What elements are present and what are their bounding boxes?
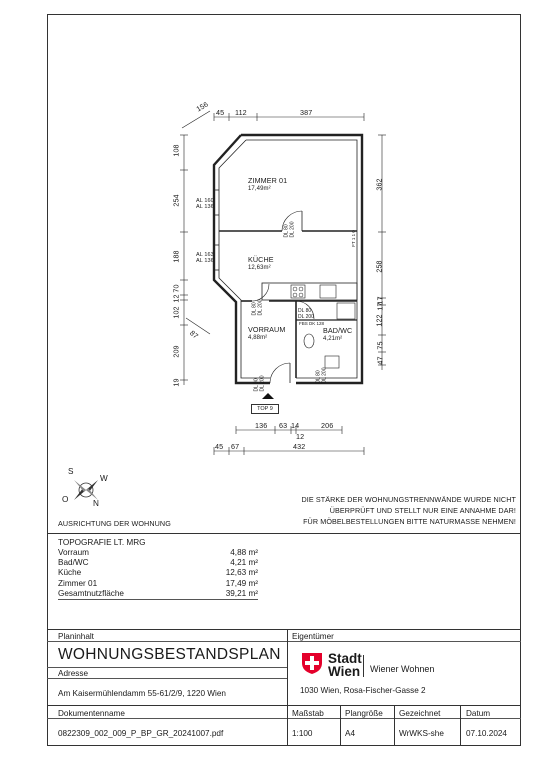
sum-line xyxy=(58,599,258,600)
tb-line-2 xyxy=(47,641,521,642)
dim-left-2: 254 xyxy=(171,194,181,207)
label-ft: FT 1 1 0 xyxy=(350,230,356,247)
datum-label: Datum xyxy=(466,709,491,718)
tb-vline-2 xyxy=(340,705,341,746)
entrance-arrow-icon xyxy=(262,393,274,399)
dim-left-1: 108 xyxy=(171,144,181,157)
dim-left-5: 12 xyxy=(171,294,181,303)
topografie-title: TOPOGRAFIE LT. MRG xyxy=(58,538,146,547)
planinhalt-label: Planinhalt xyxy=(58,632,94,641)
compass-icon xyxy=(74,480,98,500)
dim-left-4: 70 xyxy=(171,284,181,293)
tb-line-6 xyxy=(47,718,521,719)
eigentuemer-label: Eigentümer xyxy=(292,632,334,641)
dim-bottom-4: 206 xyxy=(321,421,334,430)
tb-vline-3 xyxy=(394,705,395,746)
dim-right-6: 75 xyxy=(375,341,385,350)
logo-org: Wiener Wohnen xyxy=(370,664,435,674)
datum-value: 07.10.2024 xyxy=(466,729,507,738)
compass-o: O xyxy=(62,495,69,504)
dim-right-7: 47 xyxy=(375,356,385,365)
owner-address: 1030 Wien, Rosa-Fischer-Gasse 2 xyxy=(300,686,426,695)
massstab-value: 1:100 xyxy=(292,729,313,738)
label-fbs: FBS DK 128 xyxy=(299,321,325,326)
dim-left-8: 19 xyxy=(171,378,181,387)
compass-w: W xyxy=(100,474,108,483)
compass-s: S xyxy=(68,467,74,476)
dim-bottom-8: 432 xyxy=(293,442,306,451)
notes: DIE STÄRKE DER WOHNUNGSTRENNWÄNDE WURDE … xyxy=(301,495,516,526)
logo-separator xyxy=(363,655,364,677)
dim-top-3: 387 xyxy=(300,108,313,117)
adresse-value: Am Kaisermühlendamm 55-61/2/9, 1220 Wien xyxy=(58,689,226,698)
plan-title: WOHNUNGSBESTANDSPLAN xyxy=(58,646,281,663)
plangroesse-value: A4 xyxy=(345,729,356,738)
floor-plan xyxy=(180,110,386,455)
dim-bottom-1: 136 xyxy=(255,421,268,430)
page-frame xyxy=(47,14,521,746)
compass-n: N xyxy=(93,499,99,508)
tb-line-3 xyxy=(47,667,287,668)
dokument-label: Dokumentenname xyxy=(58,709,125,718)
divider xyxy=(47,533,521,534)
dim-top-1: 45 xyxy=(216,108,225,117)
dim-right-1: 362 xyxy=(374,178,384,191)
dim-bottom-7: 67 xyxy=(231,442,240,451)
dim-right-5: 122 xyxy=(374,314,384,327)
dim-top-2: 112 xyxy=(235,108,247,117)
orientation-label: AUSRICHTUNG DER WOHNUNG xyxy=(58,519,171,528)
dim-left-3: 188 xyxy=(171,250,181,263)
tb-vline-1 xyxy=(287,629,288,746)
tb-line-1 xyxy=(47,629,521,630)
gezeichnet-value: WrWKS-she xyxy=(399,729,444,738)
top-label: TOP 9 xyxy=(251,404,279,414)
dim-left-7: 209 xyxy=(171,345,181,358)
dim-right-2: 258 xyxy=(374,260,384,273)
adresse-label: Adresse xyxy=(58,669,89,678)
dokument-value: 0822309_002_009_P_BP_GR_20241007.pdf xyxy=(58,729,224,738)
tb-line-4 xyxy=(47,678,287,679)
plangroesse-label: Plangröße xyxy=(345,709,383,718)
dim-bottom-3: 14 xyxy=(291,421,300,430)
dim-left-6: 102 xyxy=(171,306,181,319)
dim-bottom-2: 63 xyxy=(279,421,288,430)
stadt-wien-logo-icon xyxy=(302,653,322,674)
dim-bottom-6: 45 xyxy=(215,442,224,451)
dim-right-4: 17 xyxy=(375,302,385,311)
tb-line-5 xyxy=(47,705,521,706)
gezeichnet-label: Gezeichnet xyxy=(399,709,441,718)
dim-bottom-5: 12 xyxy=(296,432,305,441)
massstab-label: Maßstab xyxy=(292,709,324,718)
tb-vline-4 xyxy=(460,705,461,746)
